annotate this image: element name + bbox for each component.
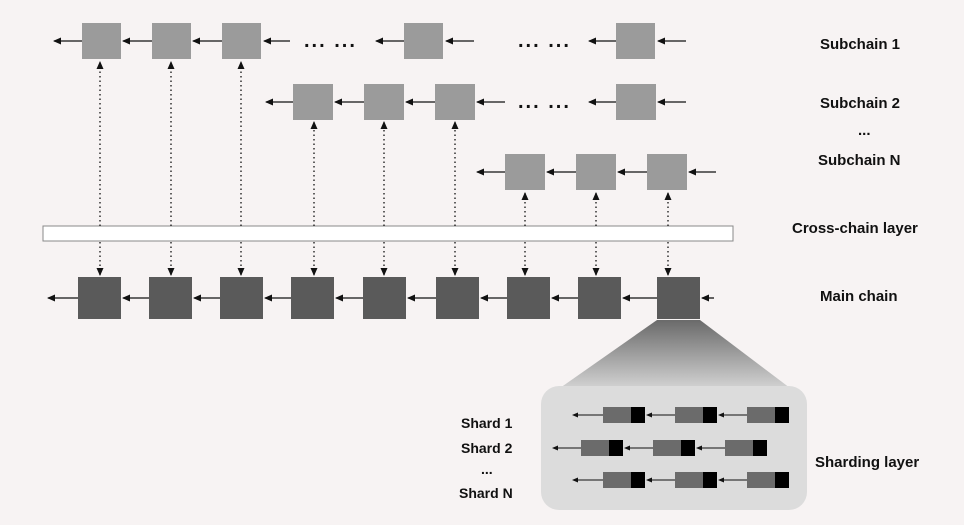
sharding-layer-label: Sharding layer [815,454,920,471]
shard-ellipsis-label: ... [481,461,493,477]
subchain-1-block [222,23,261,59]
subchain-ellipsis-label: ... [858,122,871,139]
subchain-1-ellipsis-a: ... ... [304,30,357,52]
shard-2-label: Shard 2 [461,440,513,456]
subchain-2-block [616,84,656,120]
main-chain-block [78,277,121,319]
subchain-1-ellipsis-b: ... ... [518,30,571,52]
subchain-2-ellipsis: ... ... [518,91,571,113]
shard-2-block [653,440,681,456]
shard-2-block [581,440,609,456]
subchain-2-block [364,84,404,120]
cross-chain-layer-bar [42,225,734,242]
subchain-1-label: Subchain 1 [820,36,901,53]
sharding-funnel [560,320,790,388]
main-chain-block [363,277,406,319]
shard-1-block-tail [703,407,717,423]
main-chain-block [436,277,479,319]
shard-2-block-tail [753,440,767,456]
shard-1-block [675,407,703,423]
shard-1-label: Shard 1 [461,415,513,431]
shard-1-block [603,407,631,423]
subchain-n-block [576,154,616,190]
subchain-1-block [152,23,191,59]
subchain-1-block [616,23,655,59]
main-chain-block [291,277,334,319]
shard-n-block-tail [631,472,645,488]
subchain-n-label: Subchain N [818,152,901,169]
cross-chain-layer-label: Cross-chain layer [792,220,918,237]
subchain-n-block [505,154,545,190]
shard-n-block [603,472,631,488]
main-chain-block [149,277,192,319]
shard-n-block-tail [775,472,789,488]
main-chain-block [507,277,550,319]
main-chain-block [578,277,621,319]
main-chain-label: Main chain [820,288,898,305]
shard-1-block [747,407,775,423]
shard-n-block-tail [703,472,717,488]
shard-n-block [675,472,703,488]
shard-n-label: Shard N [459,485,513,501]
main-chain-block [220,277,263,319]
shard-1-block-tail [631,407,645,423]
subchain-1-block [404,23,443,59]
subchain-2-label: Subchain 2 [820,95,901,112]
shard-2-block-tail [609,440,623,456]
subchain-1-block [82,23,121,59]
shard-n-block [747,472,775,488]
subchain-2-block [435,84,475,120]
subchain-n-block [647,154,687,190]
shard-1-block-tail [775,407,789,423]
shard-2-block [725,440,753,456]
subchain-2-block [293,84,333,120]
shard-2-block-tail [681,440,695,456]
main-chain-block [657,277,700,319]
